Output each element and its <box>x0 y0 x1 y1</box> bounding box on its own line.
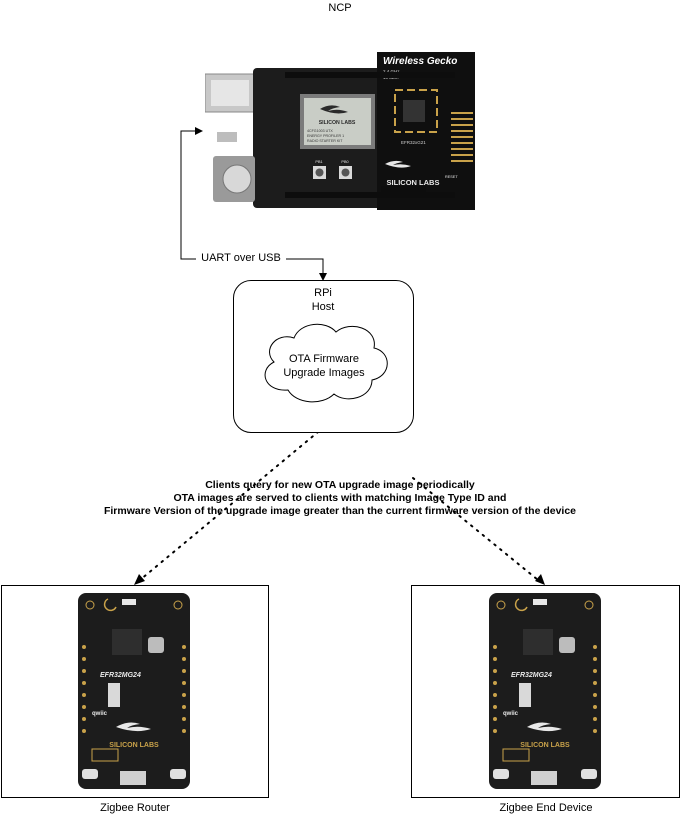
cloud-label: OTA Firmware Upgrade Images <box>269 352 379 380</box>
note-line1: Clients query for new OTA upgrade image … <box>90 479 590 492</box>
svg-text:EFR32MG24: EFR32MG24 <box>100 672 141 679</box>
note-line3: Firmware Version of the upgrade image gr… <box>90 505 590 518</box>
svg-text:SILICON LABS: SILICON LABS <box>520 742 570 749</box>
host-title: RPi Host <box>283 286 363 314</box>
svg-text:qwiic: qwiic <box>92 711 108 717</box>
end-device-label: Zigbee End Device <box>471 802 621 814</box>
ota-arrow-end-device <box>535 574 545 585</box>
router-label: Zigbee Router <box>60 802 210 814</box>
cloud-label-line1: OTA Firmware <box>269 352 379 366</box>
ota-arrow-router <box>134 574 145 585</box>
cloud-label-line2: Upgrade Images <box>269 366 379 380</box>
host-title-line1: RPi <box>283 286 363 300</box>
uart-arrow-ncp <box>195 127 203 135</box>
svg-text:SILICON LABS: SILICON LABS <box>109 742 159 749</box>
note-line2: OTA images are served to clients with ma… <box>90 492 590 505</box>
host-title-line2: Host <box>283 300 363 314</box>
uart-label: UART over USB <box>196 252 286 264</box>
svg-text:qwiic: qwiic <box>503 711 519 717</box>
end-device-board-image: EFR32MG24 qwiic SILICON LABS <box>489 593 601 789</box>
router-board-image: EFR32MG24 qwiic SILICON LABS <box>78 593 190 789</box>
ota-note: Clients query for new OTA upgrade image … <box>90 479 590 518</box>
svg-text:EFR32MG24: EFR32MG24 <box>511 672 552 679</box>
